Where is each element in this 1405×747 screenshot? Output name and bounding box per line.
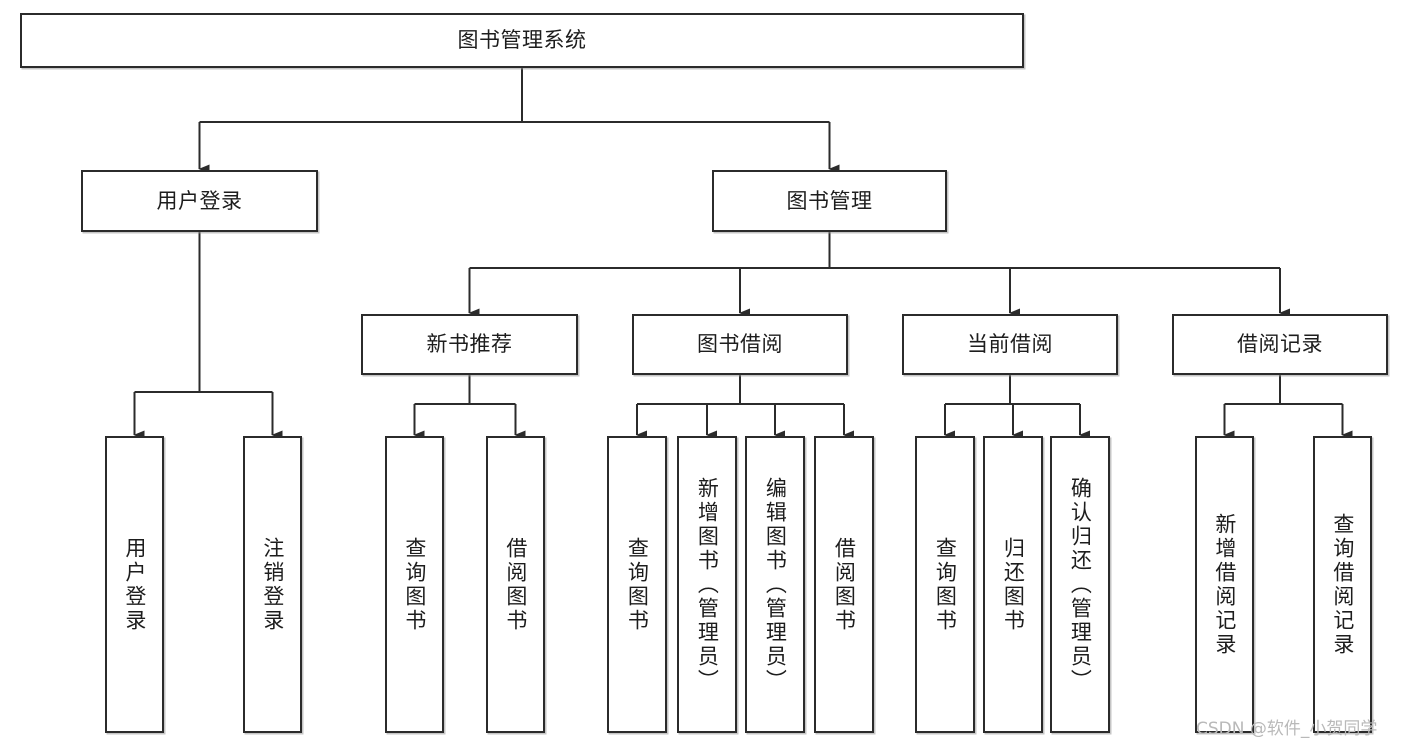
node-label: 新书推荐 — [426, 332, 513, 357]
node-label: 查询借阅记录 — [1330, 512, 1355, 657]
node-leaf-rec-query-book[interactable]: 查询图书 — [385, 436, 444, 733]
node-label: 借阅图书 — [503, 536, 528, 633]
node-leaf-borrow-query-book[interactable]: 查询图书 — [607, 436, 667, 733]
node-label: 查询图书 — [933, 536, 958, 633]
node-label: 图书借阅 — [697, 332, 783, 357]
node-new-book-rec[interactable]: 新书推荐 — [361, 314, 578, 375]
node-root[interactable]: 图书管理系统 — [20, 13, 1024, 68]
node-label: 查询图书 — [402, 536, 427, 633]
node-label: 归还图书 — [1001, 536, 1026, 633]
node-leaf-confirm-return-admin[interactable]: 确认归还（管理员） — [1050, 436, 1110, 733]
node-current-borrow[interactable]: 当前借阅 — [902, 314, 1118, 375]
node-label: 图书管理 — [786, 188, 873, 213]
node-leaf-return-book[interactable]: 归还图书 — [983, 436, 1043, 733]
node-leaf-user-login[interactable]: 用户登录 — [105, 436, 164, 733]
node-label: 新增借阅记录 — [1212, 512, 1237, 657]
node-label: 用户登录 — [156, 188, 243, 213]
node-leaf-query-borrow-record[interactable]: 查询借阅记录 — [1313, 436, 1372, 733]
connector-group — [133, 68, 1353, 440]
node-leaf-borrow-book[interactable]: 借阅图书 — [814, 436, 874, 733]
node-label: 用户登录 — [122, 536, 147, 633]
node-label: 新增图书（管理员） — [695, 476, 720, 693]
node-label: 当前借阅 — [967, 332, 1053, 357]
node-user-login[interactable]: 用户登录 — [81, 170, 318, 232]
node-label: 注销登录 — [260, 536, 285, 633]
node-label: 确认归还（管理员） — [1068, 476, 1093, 693]
node-label: 图书管理系统 — [457, 28, 587, 53]
node-label: 借阅图书 — [832, 536, 857, 633]
node-book-manage[interactable]: 图书管理 — [712, 170, 947, 232]
node-borrow-record[interactable]: 借阅记录 — [1172, 314, 1388, 375]
node-book-borrow[interactable]: 图书借阅 — [632, 314, 848, 375]
node-leaf-edit-book-admin[interactable]: 编辑图书（管理员） — [745, 436, 805, 733]
node-label: 查询图书 — [625, 536, 650, 633]
node-leaf-add-book-admin[interactable]: 新增图书（管理员） — [677, 436, 737, 733]
node-label: 借阅记录 — [1237, 332, 1323, 357]
node-leaf-cur-query-book[interactable]: 查询图书 — [915, 436, 975, 733]
node-leaf-rec-borrow-book[interactable]: 借阅图书 — [486, 436, 545, 733]
node-leaf-add-borrow-record[interactable]: 新增借阅记录 — [1195, 436, 1254, 733]
node-label: 编辑图书（管理员） — [763, 476, 788, 693]
node-leaf-user-logout[interactable]: 注销登录 — [243, 436, 302, 733]
